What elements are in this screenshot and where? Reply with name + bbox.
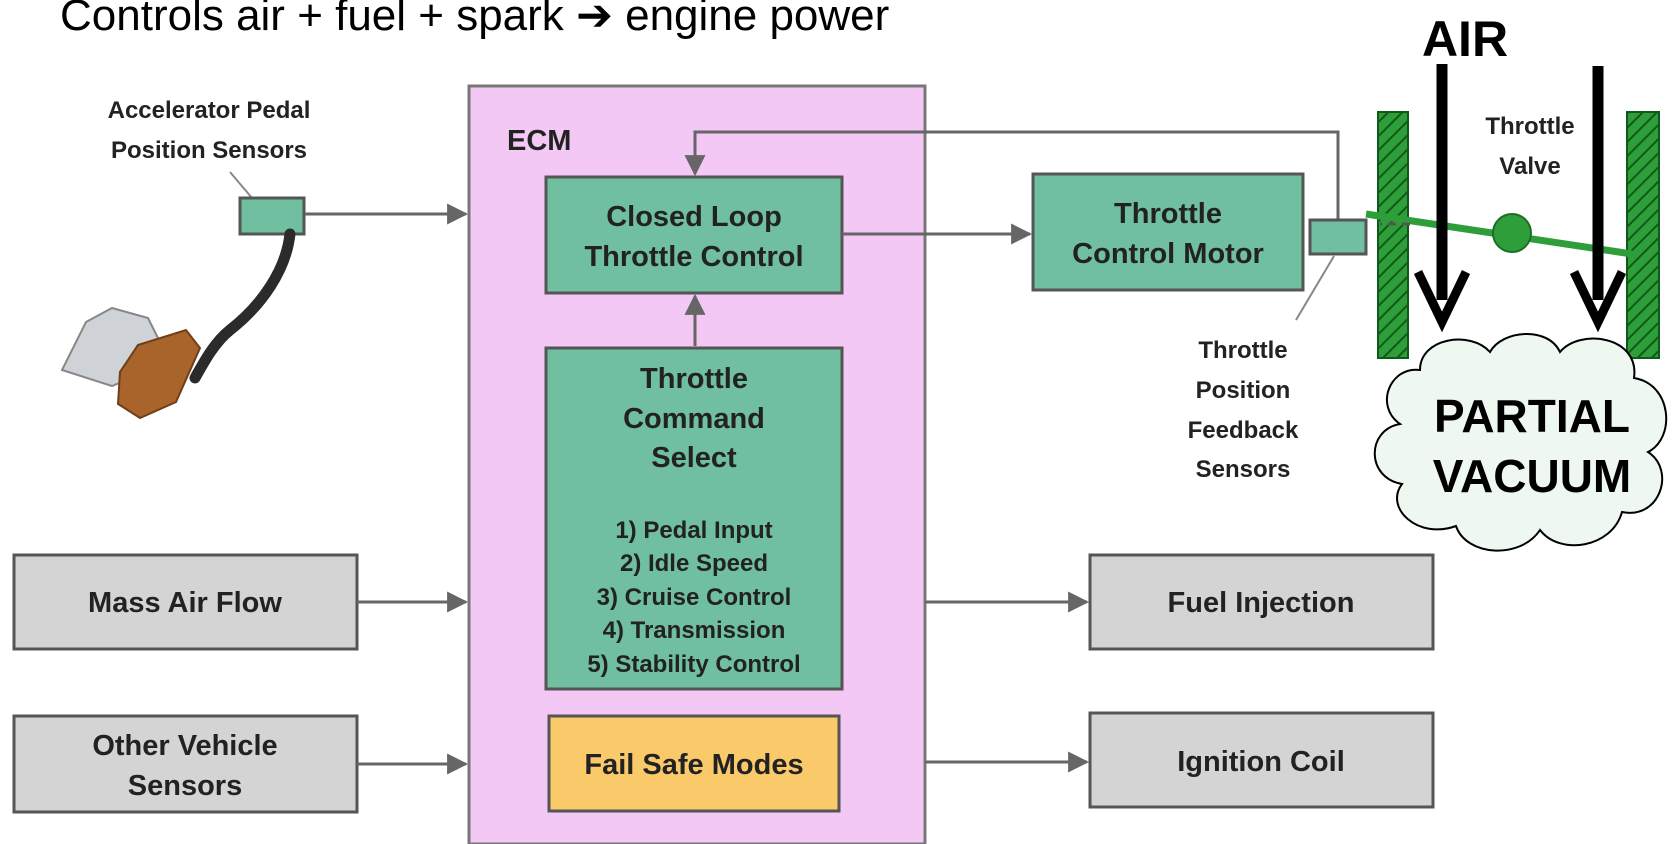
feedback-label-line4: Sensors <box>1196 456 1291 483</box>
accelerator-pedal-icon <box>60 196 306 420</box>
throttle-valve-line2: Valve <box>1499 153 1560 180</box>
ecm-label: ECM <box>507 125 571 157</box>
fail-safe-label: Fail Safe Modes <box>584 749 803 781</box>
mass-air-flow-label: Mass Air Flow <box>88 587 282 619</box>
command-item-1: 1) Pedal Input <box>615 517 772 544</box>
air-arrow-right-head <box>1569 270 1627 333</box>
other-sensors-box <box>12 714 359 814</box>
command-select-line3: Select <box>651 442 737 474</box>
closed-loop-throttle-control <box>544 175 844 295</box>
air-label: AIR <box>1422 11 1508 67</box>
pedal-sensor-label-line2: Position Sensors <box>111 137 307 164</box>
vacuum-line2: VACUUM <box>1433 450 1631 502</box>
pedal-sensor-leader <box>229 171 253 199</box>
ignition-coil-box <box>1088 711 1435 809</box>
pedal-sensor-label-line1: Accelerator Pedal <box>108 97 311 124</box>
diagram-title: Controls air + fuel + spark ➔ engine pow… <box>60 0 889 40</box>
other-sensors-line2: Sensors <box>128 770 242 802</box>
closed-loop-line1: Closed Loop <box>606 201 782 233</box>
air-arrow-left-head <box>1413 270 1471 333</box>
command-select-line2: Command <box>623 403 765 435</box>
vacuum-line1: PARTIAL <box>1434 390 1630 442</box>
throttle-shaft <box>1492 213 1532 253</box>
throttle-control-motor <box>1031 172 1305 292</box>
fuel-injection-label: Fuel Injection <box>1168 587 1355 619</box>
fail-safe-modes <box>547 714 841 813</box>
partial-vacuum-cloud <box>1373 333 1668 552</box>
throttle-body-right-wall <box>1626 111 1660 359</box>
throttle-motor-line2: Control Motor <box>1072 238 1264 270</box>
command-item-2: 2) Idle Speed <box>620 550 768 577</box>
command-select-line1: Throttle <box>640 363 748 395</box>
command-item-4: 4) Transmission <box>603 617 786 644</box>
other-sensors-line1: Other Vehicle <box>92 730 277 762</box>
ignition-coil-label: Ignition Coil <box>1177 746 1345 778</box>
command-item-5: 5) Stability Control <box>587 651 800 678</box>
feedback-label-line1: Throttle <box>1198 337 1287 364</box>
closed-loop-line2: Throttle Control <box>584 241 803 273</box>
command-item-3: 3) Cruise Control <box>597 584 792 611</box>
feedback-loop-arrow <box>684 130 1340 222</box>
throttle-valve-line1: Throttle <box>1485 113 1574 140</box>
feedback-label-line3: Feedback <box>1188 417 1299 444</box>
throttle-motor-line1: Throttle <box>1114 198 1222 230</box>
feedback-sensor-leader <box>1295 255 1335 321</box>
feedback-label-line2: Position <box>1196 377 1291 404</box>
fuel-injection-box <box>1088 553 1435 651</box>
throttle-body-left-wall <box>1377 111 1409 359</box>
throttle-position-sensor <box>1308 218 1368 256</box>
throttle-command-select <box>544 346 844 691</box>
